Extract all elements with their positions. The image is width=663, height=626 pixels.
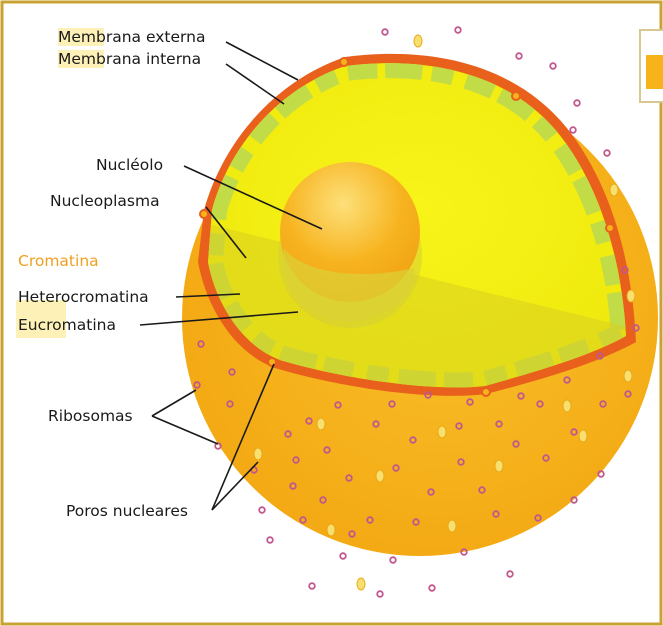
label-heterocromatina: Heterocromatina [18,288,149,306]
label-poros-nucleares: Poros nucleares [66,502,188,520]
label-membrana-interna: Membrana interna [58,50,201,68]
label-membrana-externa: Membrana externa [58,28,205,46]
label-nucleoplasma: Nucleoplasma [50,192,160,210]
label-cromatina: Cromatina [18,252,99,270]
label-ribosomas: Ribosomas [48,407,133,425]
label-eucromatina: Eucromatina [18,316,116,334]
label-nucleolo: Nucléolo [96,156,163,174]
corner-box [640,30,663,102]
